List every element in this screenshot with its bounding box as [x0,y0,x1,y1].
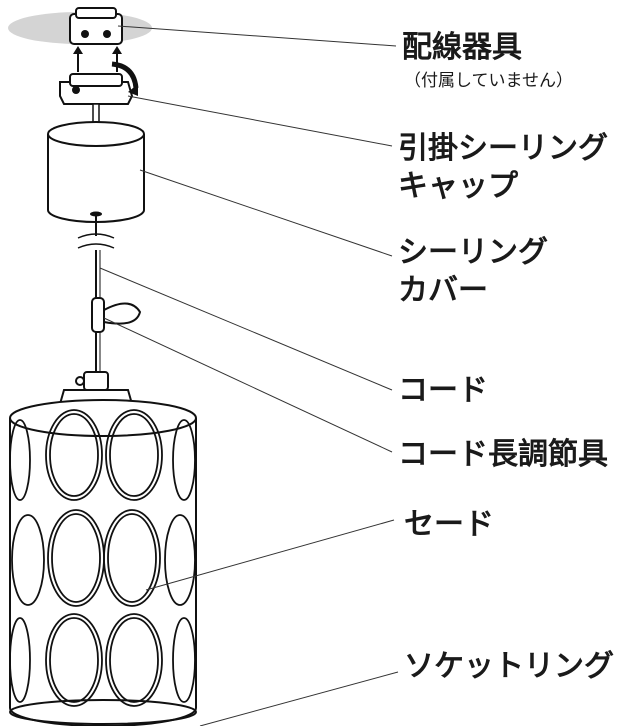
leader-cover [139,169,393,257]
leader-shade [145,519,395,591]
wiring-device [69,7,123,45]
label-cord-adjuster: コード長調節具 [398,437,608,472]
shade-pattern [9,409,196,707]
cord-length-adjuster [91,297,142,333]
leader-adjuster [103,317,393,453]
leader-wiring [117,25,397,47]
leader-lines [99,25,399,726]
label-hook-cap-1: 引掛シーリング [398,131,608,166]
leader-hook-cap [127,95,393,147]
attach-arrows-icon [73,46,122,72]
label-cover-2: カバー [398,273,488,308]
label-socket-ring: ソケットリング [404,649,614,684]
label-cord: コード [398,373,488,408]
hook-ceiling-cap [59,61,139,105]
label-cover-1: シーリング [398,235,548,270]
label-shade: セード [404,507,494,542]
label-hook-cap-2: キャップ [398,169,519,204]
label-wiring-note: （付属していません） [404,71,573,91]
socket-ring [9,699,197,725]
label-wiring: 配線器具 [402,30,522,65]
ceiling-cover [47,121,145,223]
leader-cord [99,267,393,391]
leader-socket-ring [199,671,399,726]
cord [77,216,115,378]
